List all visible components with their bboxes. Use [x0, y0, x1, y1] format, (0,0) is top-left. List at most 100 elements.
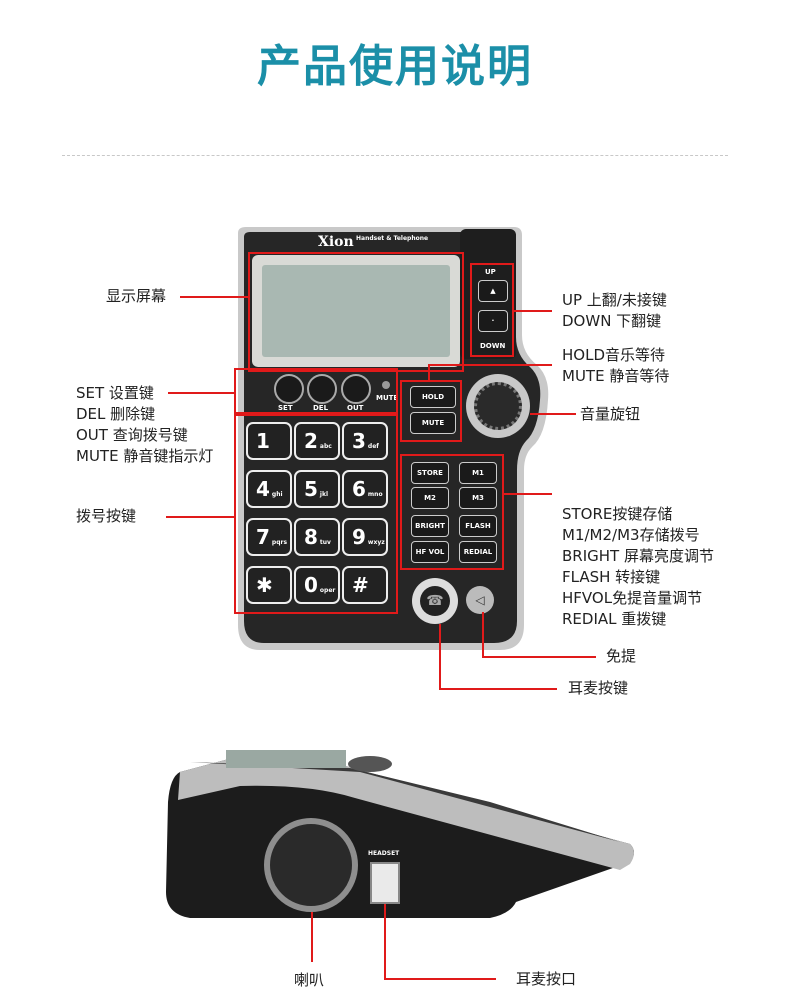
down-button[interactable]: ·	[478, 310, 508, 332]
label-down: DOWN 下翻键	[562, 312, 662, 330]
mute-button[interactable]: MUTE	[410, 412, 456, 434]
keypad-digit: 2	[304, 429, 318, 453]
label-mute-led: MUTE 静音键指示灯	[76, 447, 214, 465]
divider	[62, 155, 728, 156]
keypad-letters: tuv	[319, 539, 331, 546]
keypad-letters: ghi	[271, 491, 283, 498]
redial-button[interactable]: REDIAL	[459, 541, 497, 563]
label-hfvol: HFVOL免提音量调节	[562, 589, 703, 607]
keypad-digit: 1	[256, 429, 270, 453]
keypad-digit: 8	[304, 525, 318, 549]
callout-line	[504, 493, 552, 495]
up-button[interactable]: ▲	[478, 280, 508, 302]
label-speakerphone: 免提	[606, 647, 637, 665]
hfvol-button[interactable]: HF VOL	[411, 541, 449, 563]
out-label: OUT	[347, 404, 364, 412]
callout-line	[166, 516, 234, 518]
keypad-letters: wxyz	[367, 539, 385, 546]
label-redial: REDIAL 重拨键	[562, 610, 667, 628]
callout-line	[439, 688, 557, 690]
phone-side-view	[166, 750, 634, 918]
callout-box-display	[248, 252, 464, 372]
callout-box-keypad	[234, 414, 398, 614]
label-del: DEL 删除键	[76, 405, 156, 423]
callout-line	[428, 364, 552, 366]
brand-logo: Xion	[318, 234, 354, 250]
label-store: STORE按键存储	[562, 505, 673, 523]
label-flash: FLASH 转接键	[562, 568, 661, 586]
keypad-digit: 5	[304, 477, 318, 501]
speaker-icon[interactable]: ◁	[466, 586, 494, 614]
callout-box-updown	[470, 263, 514, 357]
mute-led-label: MUTE	[376, 394, 399, 402]
callout-line	[514, 310, 552, 312]
handset-icon[interactable]: ☎	[420, 586, 450, 616]
mute-led-icon	[382, 381, 390, 389]
keypad-digit: 3	[352, 429, 366, 453]
callout-line	[482, 656, 596, 658]
speaker-grille-icon	[264, 818, 358, 912]
label-memory: M1/M2/M3存储拨号	[562, 526, 700, 544]
callout-line	[384, 904, 386, 980]
keypad-letters: pqrs	[271, 539, 288, 546]
keypad-digit: #	[352, 573, 369, 597]
callout-box-hold	[400, 380, 462, 442]
keypad-key-0[interactable]: 1	[246, 422, 292, 460]
keypad-digit: 7	[256, 525, 270, 549]
store-button[interactable]: STORE	[411, 462, 449, 484]
label-volume: 音量旋钮	[580, 405, 641, 423]
out-button[interactable]	[341, 374, 371, 404]
label-speaker: 喇叭	[294, 971, 325, 989]
label-dial: 拨号按键	[76, 507, 137, 525]
keypad-letters: def	[367, 443, 379, 450]
m3-button[interactable]: M3	[459, 487, 497, 509]
page-title: 产品使用说明	[257, 41, 533, 92]
callout-line	[384, 978, 496, 980]
callout-line	[180, 296, 248, 298]
label-headset-jack: 耳麦按口	[516, 970, 577, 988]
callout-line	[428, 364, 430, 380]
callout-line	[530, 413, 576, 415]
up-label: UP	[485, 268, 496, 276]
set-label: SET	[278, 404, 293, 412]
callout-line	[168, 392, 234, 394]
set-button[interactable]	[274, 374, 304, 404]
m1-button[interactable]: M1	[459, 462, 497, 484]
headset-jack-icon[interactable]	[370, 862, 400, 904]
callout-box-function	[400, 454, 504, 570]
callout-box-set	[234, 368, 398, 414]
label-handset: 耳麦按键	[568, 679, 629, 697]
callout-line	[311, 912, 313, 962]
lcd-display	[262, 265, 450, 357]
hold-button[interactable]: HOLD	[410, 386, 456, 408]
keypad-letters: oper	[319, 587, 336, 594]
keypad-letters: abc	[319, 443, 332, 450]
headset-port-label: HEADSET	[368, 850, 400, 857]
m2-button[interactable]: M2	[411, 487, 449, 509]
keypad-letters: jkl	[319, 491, 329, 498]
keypad-key-11[interactable]: #	[342, 566, 388, 604]
label-bright: BRIGHT 屏幕亮度调节	[562, 547, 714, 565]
del-label: DEL	[313, 404, 329, 412]
volume-knob[interactable]	[474, 382, 522, 430]
keypad-letters: mno	[367, 491, 383, 498]
label-display: 显示屏幕	[106, 287, 167, 305]
bright-button[interactable]: BRIGHT	[411, 515, 449, 537]
callout-line	[482, 612, 484, 656]
keypad-digit: 0	[304, 573, 318, 597]
brand-sub: Handset & Telephone	[356, 235, 429, 242]
flash-button[interactable]: FLASH	[459, 515, 497, 537]
del-button[interactable]	[307, 374, 337, 404]
keypad-key-9[interactable]: ✱	[246, 566, 292, 604]
label-hold: HOLD音乐等待	[562, 346, 665, 364]
keypad-digit: 9	[352, 525, 366, 549]
